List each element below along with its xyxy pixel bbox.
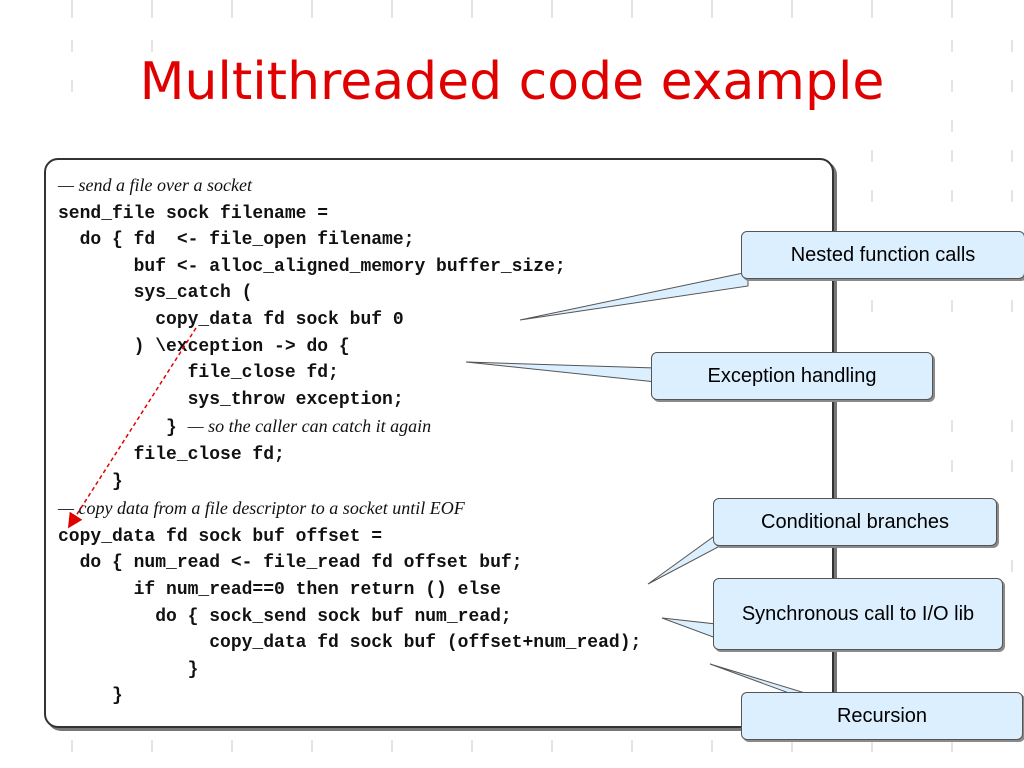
callout-label: Recursion — [836, 705, 928, 727]
code-line: file_close fd; — [58, 444, 285, 465]
code-line: copy_data fd sock buf offset = — [58, 526, 383, 547]
code-line: sys_catch ( — [58, 283, 253, 304]
code-line: copy_data fd sock buf 0 — [58, 309, 404, 330]
code-line: send_file sock filename = — [58, 203, 329, 224]
callout-label: Nested function calls — [790, 244, 976, 266]
callout-label: Conditional branches — [761, 511, 949, 533]
callout-label: Exception handling — [707, 365, 877, 387]
code-line: } — [58, 686, 123, 707]
callout-nested-function-calls: Nested function calls — [741, 231, 1024, 279]
code-block: — send a file over a socket send_file so… — [58, 172, 641, 710]
code-line: buf <- alloc_aligned_memory buffer_size; — [58, 256, 566, 277]
code-comment: — so the caller can catch it again — [187, 416, 432, 437]
code-line: sys_throw exception; — [58, 389, 404, 410]
slide-title: Multithreaded code example — [139, 52, 885, 112]
code-line: copy_data fd sock buf (offset+num_read); — [58, 633, 642, 654]
callout-conditional-branches: Conditional branches — [713, 498, 997, 546]
code-line: if num_read==0 then return () else — [58, 579, 501, 600]
code-comment: — copy data from a file descriptor to a … — [58, 498, 465, 519]
callout-synchronous-call: Synchronous call to I/O lib — [713, 578, 1003, 650]
code-line: do { sock_send sock buf num_read; — [58, 606, 512, 627]
code-line: } — [58, 418, 188, 439]
callout-label: Synchronous call to I/O lib — [741, 603, 975, 625]
callout-exception-handling: Exception handling — [651, 352, 933, 400]
code-line: do { num_read <- file_read fd offset buf… — [58, 553, 523, 574]
code-comment: — send a file over a socket — [58, 175, 252, 195]
code-line: } — [58, 659, 199, 680]
code-line: do { fd <- file_open filename; — [58, 230, 415, 251]
code-line: ) \exception -> do { — [58, 336, 350, 357]
code-line: } — [58, 471, 123, 492]
callout-recursion: Recursion — [741, 692, 1023, 740]
code-line: file_close fd; — [58, 363, 339, 384]
